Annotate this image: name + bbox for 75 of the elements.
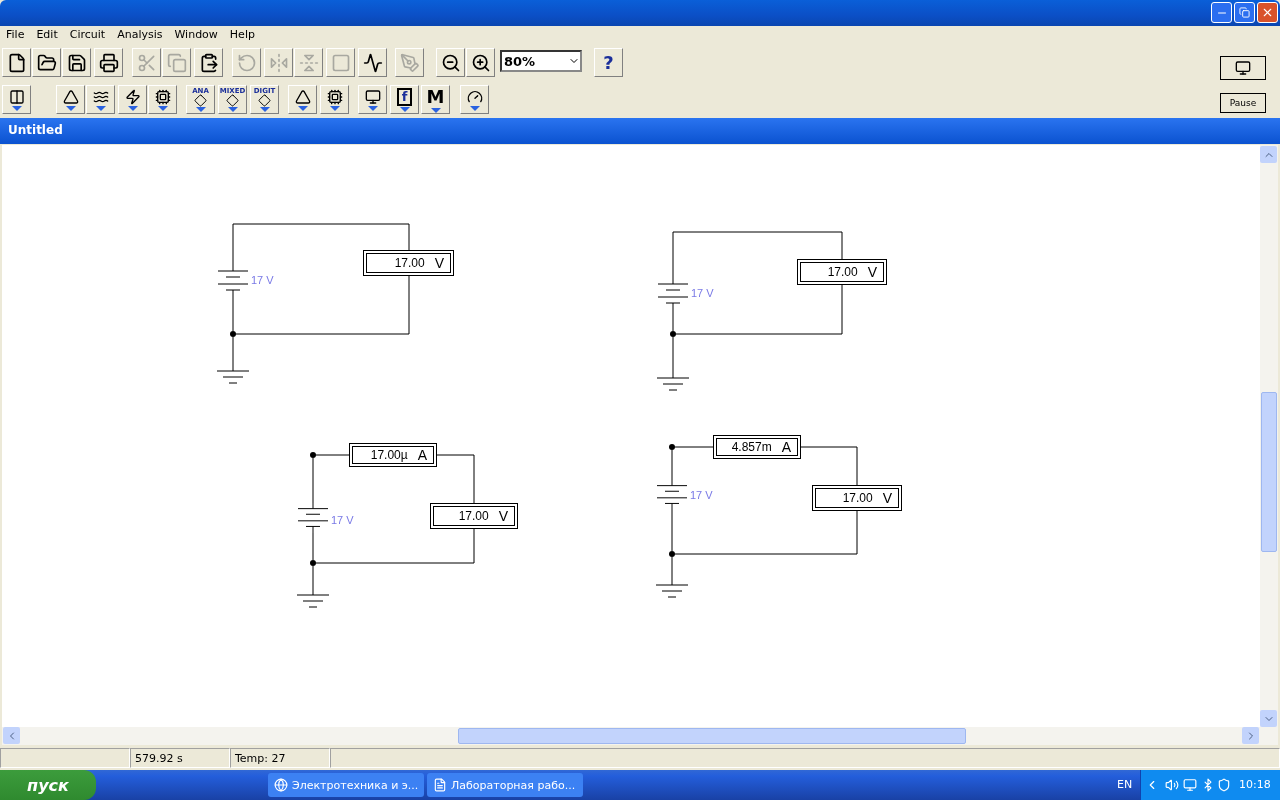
battery-symbol <box>217 265 249 297</box>
unit-label: V <box>434 255 444 271</box>
ground-symbol <box>657 375 689 391</box>
meter-reading: 4.857m <box>731 440 772 454</box>
battery-symbol <box>657 278 689 310</box>
ground-symbol <box>297 592 329 608</box>
junction-dot <box>310 560 316 566</box>
menu-item: Edit <box>35 27 59 43</box>
wire <box>436 454 475 504</box>
task-title: Лабораторная рабо... <box>451 778 576 792</box>
menu-item: Circuit <box>68 27 107 43</box>
meter-reading: 17.00 <box>458 509 489 523</box>
meter-display <box>349 443 437 467</box>
wire <box>672 309 674 332</box>
wire <box>312 565 314 593</box>
wire <box>674 510 858 555</box>
help-button: ? <box>594 48 623 77</box>
window-title: Untitled <box>8 123 63 137</box>
meter-reading: 17.00 <box>842 491 873 505</box>
wire <box>312 457 314 504</box>
meter-display <box>713 435 801 459</box>
wire <box>232 296 234 332</box>
meter-display <box>812 485 902 511</box>
unit-label: A <box>781 439 791 455</box>
pause-button: Pause <box>1220 93 1266 113</box>
unit-label: A <box>417 447 427 463</box>
junction-dot <box>310 452 316 458</box>
wire <box>672 231 843 279</box>
ground-symbol <box>217 368 249 384</box>
wire <box>315 454 350 456</box>
meter-reading: 17.00µ <box>370 448 408 462</box>
battery-symbol <box>297 503 329 533</box>
zoom-select: 80% <box>500 50 582 72</box>
menu-item: Window <box>173 27 219 43</box>
wire <box>232 223 410 266</box>
wire <box>671 449 673 481</box>
menu-item: Help <box>228 27 256 43</box>
wire <box>672 336 674 376</box>
voltage-label: 17 V <box>331 514 354 526</box>
wire <box>675 284 843 335</box>
unit-label: V <box>882 490 892 506</box>
meter-display <box>430 503 518 529</box>
unit-label: V <box>867 264 877 280</box>
wire <box>315 528 475 564</box>
controls-bin-button: f <box>390 85 419 114</box>
meter-reading: 17.00 <box>827 265 858 279</box>
task-title: Электротехника и э... <box>292 778 419 792</box>
menu-item: Analysis <box>116 27 164 43</box>
wire <box>235 275 410 335</box>
wire <box>232 336 234 369</box>
wire <box>671 509 673 552</box>
meter-display <box>797 259 887 285</box>
junction-dot <box>669 444 675 450</box>
junction-dot <box>670 331 676 337</box>
wire <box>312 532 314 561</box>
meter-reading: 17.00 <box>394 256 425 270</box>
voltage-label: 17 V <box>251 274 274 286</box>
clock: 10:18 <box>1239 778 1271 791</box>
wire <box>800 446 858 486</box>
junction-dot <box>669 551 675 557</box>
unit-label: V <box>498 508 508 524</box>
status-temperature: Temp: 27 <box>230 748 330 768</box>
start-button: пуск <box>0 770 96 800</box>
battery-symbol <box>656 480 688 510</box>
wire <box>671 556 673 583</box>
meter-display <box>363 250 454 276</box>
language-indicator: EN <box>1117 778 1133 791</box>
voltage-label: 17 V <box>691 287 714 299</box>
voltage-label: 17 V <box>690 489 713 501</box>
ground-symbol <box>656 582 688 598</box>
status-time: 579.92 s <box>130 748 230 768</box>
junction-dot <box>230 331 236 337</box>
misc-bin-button: M <box>421 85 450 114</box>
wire <box>674 446 714 448</box>
menu-item: File <box>5 27 26 43</box>
